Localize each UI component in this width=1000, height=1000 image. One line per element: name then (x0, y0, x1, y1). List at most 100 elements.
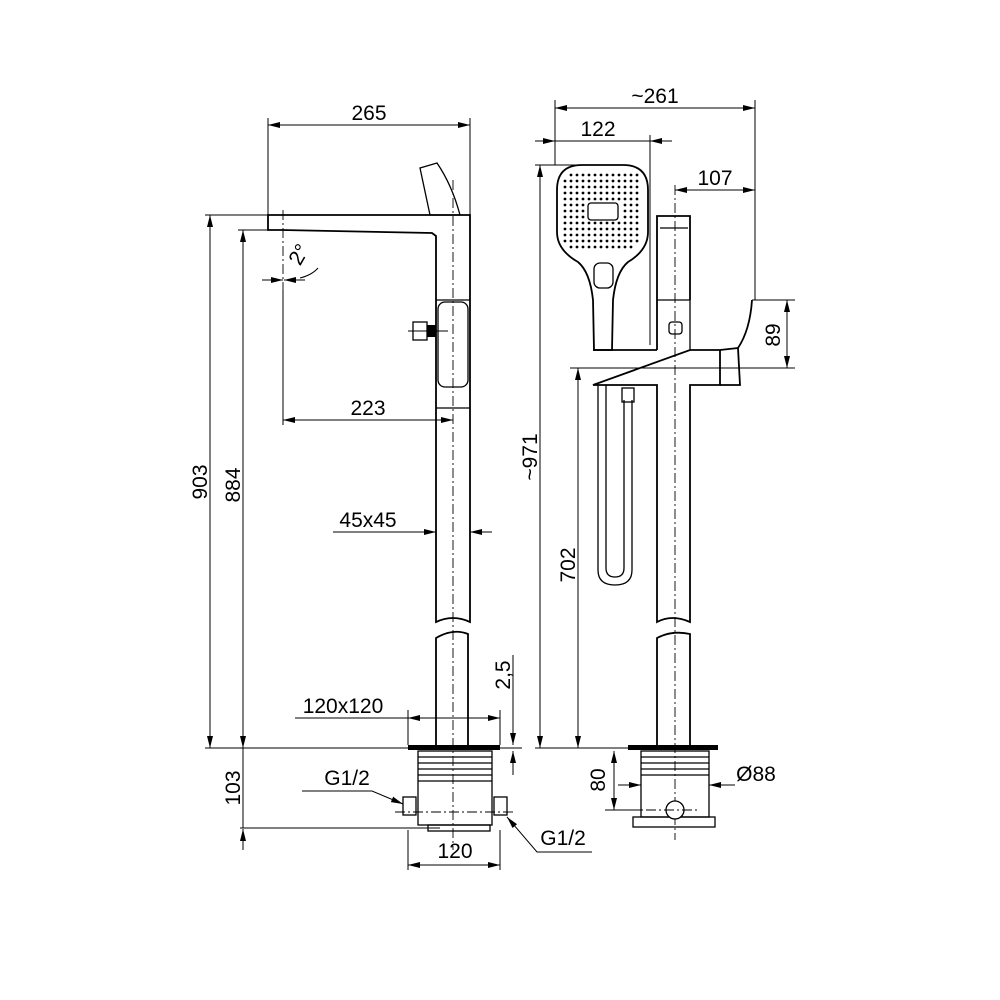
nozzle-dot (575, 239, 579, 243)
nozzle-dot (611, 179, 615, 183)
nozzle-dot (581, 173, 585, 177)
front-view: ~261 122 107 89 ~971 702 80 Ø88 (519, 85, 795, 840)
shower-nozzles (563, 173, 639, 249)
shower-hose (597, 385, 633, 586)
nozzle-dot (569, 185, 573, 189)
side-thread-right (493, 796, 508, 816)
nozzle-dot (635, 203, 639, 207)
nozzle-dot (635, 239, 639, 243)
side-column-lower (435, 630, 469, 748)
nozzle-dot (623, 221, 627, 225)
nozzle-dot (575, 185, 579, 189)
nozzle-dot (623, 215, 627, 219)
nozzle-dot (599, 227, 603, 231)
side-install-box (417, 750, 493, 826)
dim-total-height: 903 (189, 464, 212, 499)
nozzle-dot (569, 209, 573, 213)
nozzle-dot (599, 233, 603, 237)
nozzle-dot (599, 191, 603, 195)
nozzle-dot (623, 227, 627, 231)
nozzle-dot (575, 221, 579, 225)
nozzle-dot (605, 179, 609, 183)
nozzle-dot (629, 227, 633, 231)
dim-plate-thickness: 2,5 (492, 660, 515, 689)
dim-thread-right: G1/2 (540, 827, 586, 850)
nozzle-dot (623, 233, 627, 237)
dim-body-height: 702 (557, 547, 580, 582)
nozzle-dot (623, 185, 627, 189)
nozzle-dot (563, 197, 567, 201)
nozzle-dot (605, 227, 609, 231)
nozzle-dot (617, 221, 621, 225)
nozzle-dot (587, 197, 591, 201)
nozzle-dot (605, 245, 609, 249)
nozzle-dot (617, 227, 621, 231)
nozzle-dot (593, 197, 597, 201)
nozzle-dot (617, 191, 621, 195)
dim-spout-angle: 2° (284, 240, 314, 269)
nozzle-dot (575, 173, 579, 177)
nozzle-dot (623, 197, 627, 201)
nozzle-dot (605, 239, 609, 243)
nozzle-dot (587, 227, 591, 231)
nozzle-dot (563, 221, 567, 225)
nozzle-dot (569, 227, 573, 231)
hand-shower-button (593, 262, 614, 289)
nozzle-dot (635, 173, 639, 177)
dim-box-diameter: Ø88 (736, 763, 776, 786)
nozzle-dot (623, 173, 627, 177)
nozzle-dot (569, 215, 573, 219)
nozzle-dot (569, 221, 573, 225)
nozzle-dot (635, 215, 639, 219)
nozzle-dot (605, 233, 609, 237)
nozzle-dot (623, 203, 627, 207)
nozzle-dot (611, 185, 615, 189)
nozzle-dot (605, 191, 609, 195)
nozzle-dot (569, 179, 573, 183)
side-thread-left (402, 796, 417, 816)
nozzle-dot (563, 191, 567, 195)
nozzle-dot (593, 179, 597, 183)
nozzle-dot (563, 239, 567, 243)
dim-spout-length: 265 (351, 102, 386, 125)
nozzle-dot (635, 185, 639, 189)
nozzle-dot (605, 197, 609, 201)
nozzle-dot (575, 227, 579, 231)
nozzle-dot (623, 191, 627, 195)
dim-spout-reach: 223 (350, 397, 385, 420)
nozzle-dot (587, 245, 591, 249)
nozzle-dot (575, 245, 579, 249)
nozzle-dot (587, 221, 591, 225)
nozzle-dot (629, 185, 633, 189)
nozzle-dot (599, 239, 603, 243)
nozzle-dot (629, 179, 633, 183)
nozzle-dot (611, 239, 615, 243)
nozzle-dot (635, 233, 639, 237)
nozzle-dot (611, 173, 615, 177)
nozzle-dot (635, 227, 639, 231)
nozzle-dot (617, 239, 621, 243)
dim-box-width: 120 (437, 840, 472, 863)
nozzle-dot (581, 215, 585, 219)
front-column-top (656, 215, 691, 350)
nozzle-dot (593, 245, 597, 249)
dim-overall-height: ~971 (519, 433, 542, 480)
nozzle-dot (629, 197, 633, 201)
nozzle-dot (581, 233, 585, 237)
nozzle-dot (587, 185, 591, 189)
nozzle-dot (593, 173, 597, 177)
nozzle-dot (581, 197, 585, 201)
nozzle-dot (575, 197, 579, 201)
front-lever (719, 299, 753, 386)
nozzle-dot (629, 233, 633, 237)
nozzle-dot (575, 203, 579, 207)
nozzle-dot (617, 185, 621, 189)
dim-thread-left: G1/2 (324, 767, 370, 790)
nozzle-dot (575, 209, 579, 213)
nozzle-dot (587, 179, 591, 183)
nozzle-dot (569, 239, 573, 243)
nozzle-dot (563, 227, 567, 231)
nozzle-dot (581, 185, 585, 189)
nozzle-dot (569, 197, 573, 201)
